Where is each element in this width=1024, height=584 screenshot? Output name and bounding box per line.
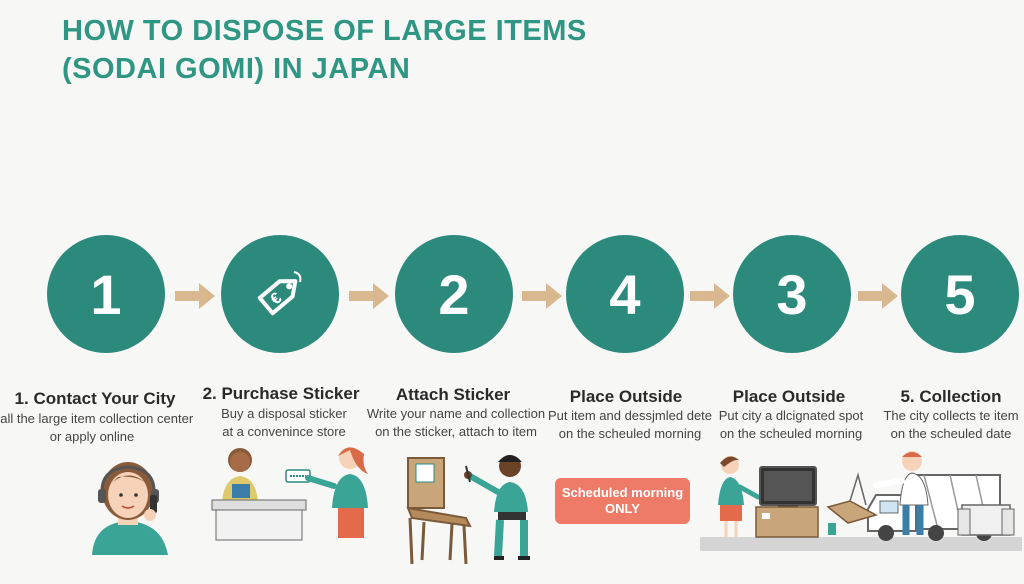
person-phone-illustration — [92, 462, 168, 555]
step-4-circle: 4 — [566, 235, 684, 353]
page-title: HOW TO DISPOSE OF LARGE ITEMS (SODAI GOM… — [62, 12, 587, 88]
step-5-circle: 3 — [733, 235, 851, 353]
attach-sticker-illustration — [406, 455, 530, 565]
step-1-circle: 1 — [47, 235, 165, 353]
step-5-title: Place Outside — [732, 387, 846, 406]
arrow-right-icon — [175, 283, 215, 309]
title-line-2: (SODAI GOMI) IN JAPAN — [62, 53, 411, 85]
collection-scene-illustration — [700, 451, 1022, 551]
step-4-title: Place Outside — [569, 387, 683, 406]
title-line-1: HOW TO DISPOSE OF LARGE ITEMS — [62, 15, 587, 47]
store-purchase-illustration — [211, 447, 368, 541]
step-2-title: 2. Purchase Sticker — [202, 384, 360, 403]
step-6-title: 5. Collection — [900, 387, 1002, 406]
arrow-right-icon — [858, 283, 898, 309]
step-2-circle: € — [221, 235, 339, 353]
arrow-right-icon — [690, 283, 730, 309]
scheduled-morning-badge: Scheduled morning ONLY — [555, 478, 690, 524]
arrow-right-icon — [349, 283, 389, 309]
step-3-circle: 2 — [395, 235, 513, 353]
step-3-title: Attach Sticker — [395, 385, 511, 404]
price-tag-icon: € — [257, 271, 302, 316]
arrow-right-icon — [522, 283, 562, 309]
step-1-title: 1. Contact Your City — [14, 389, 176, 408]
step-6-circle: 5 — [901, 235, 1019, 353]
